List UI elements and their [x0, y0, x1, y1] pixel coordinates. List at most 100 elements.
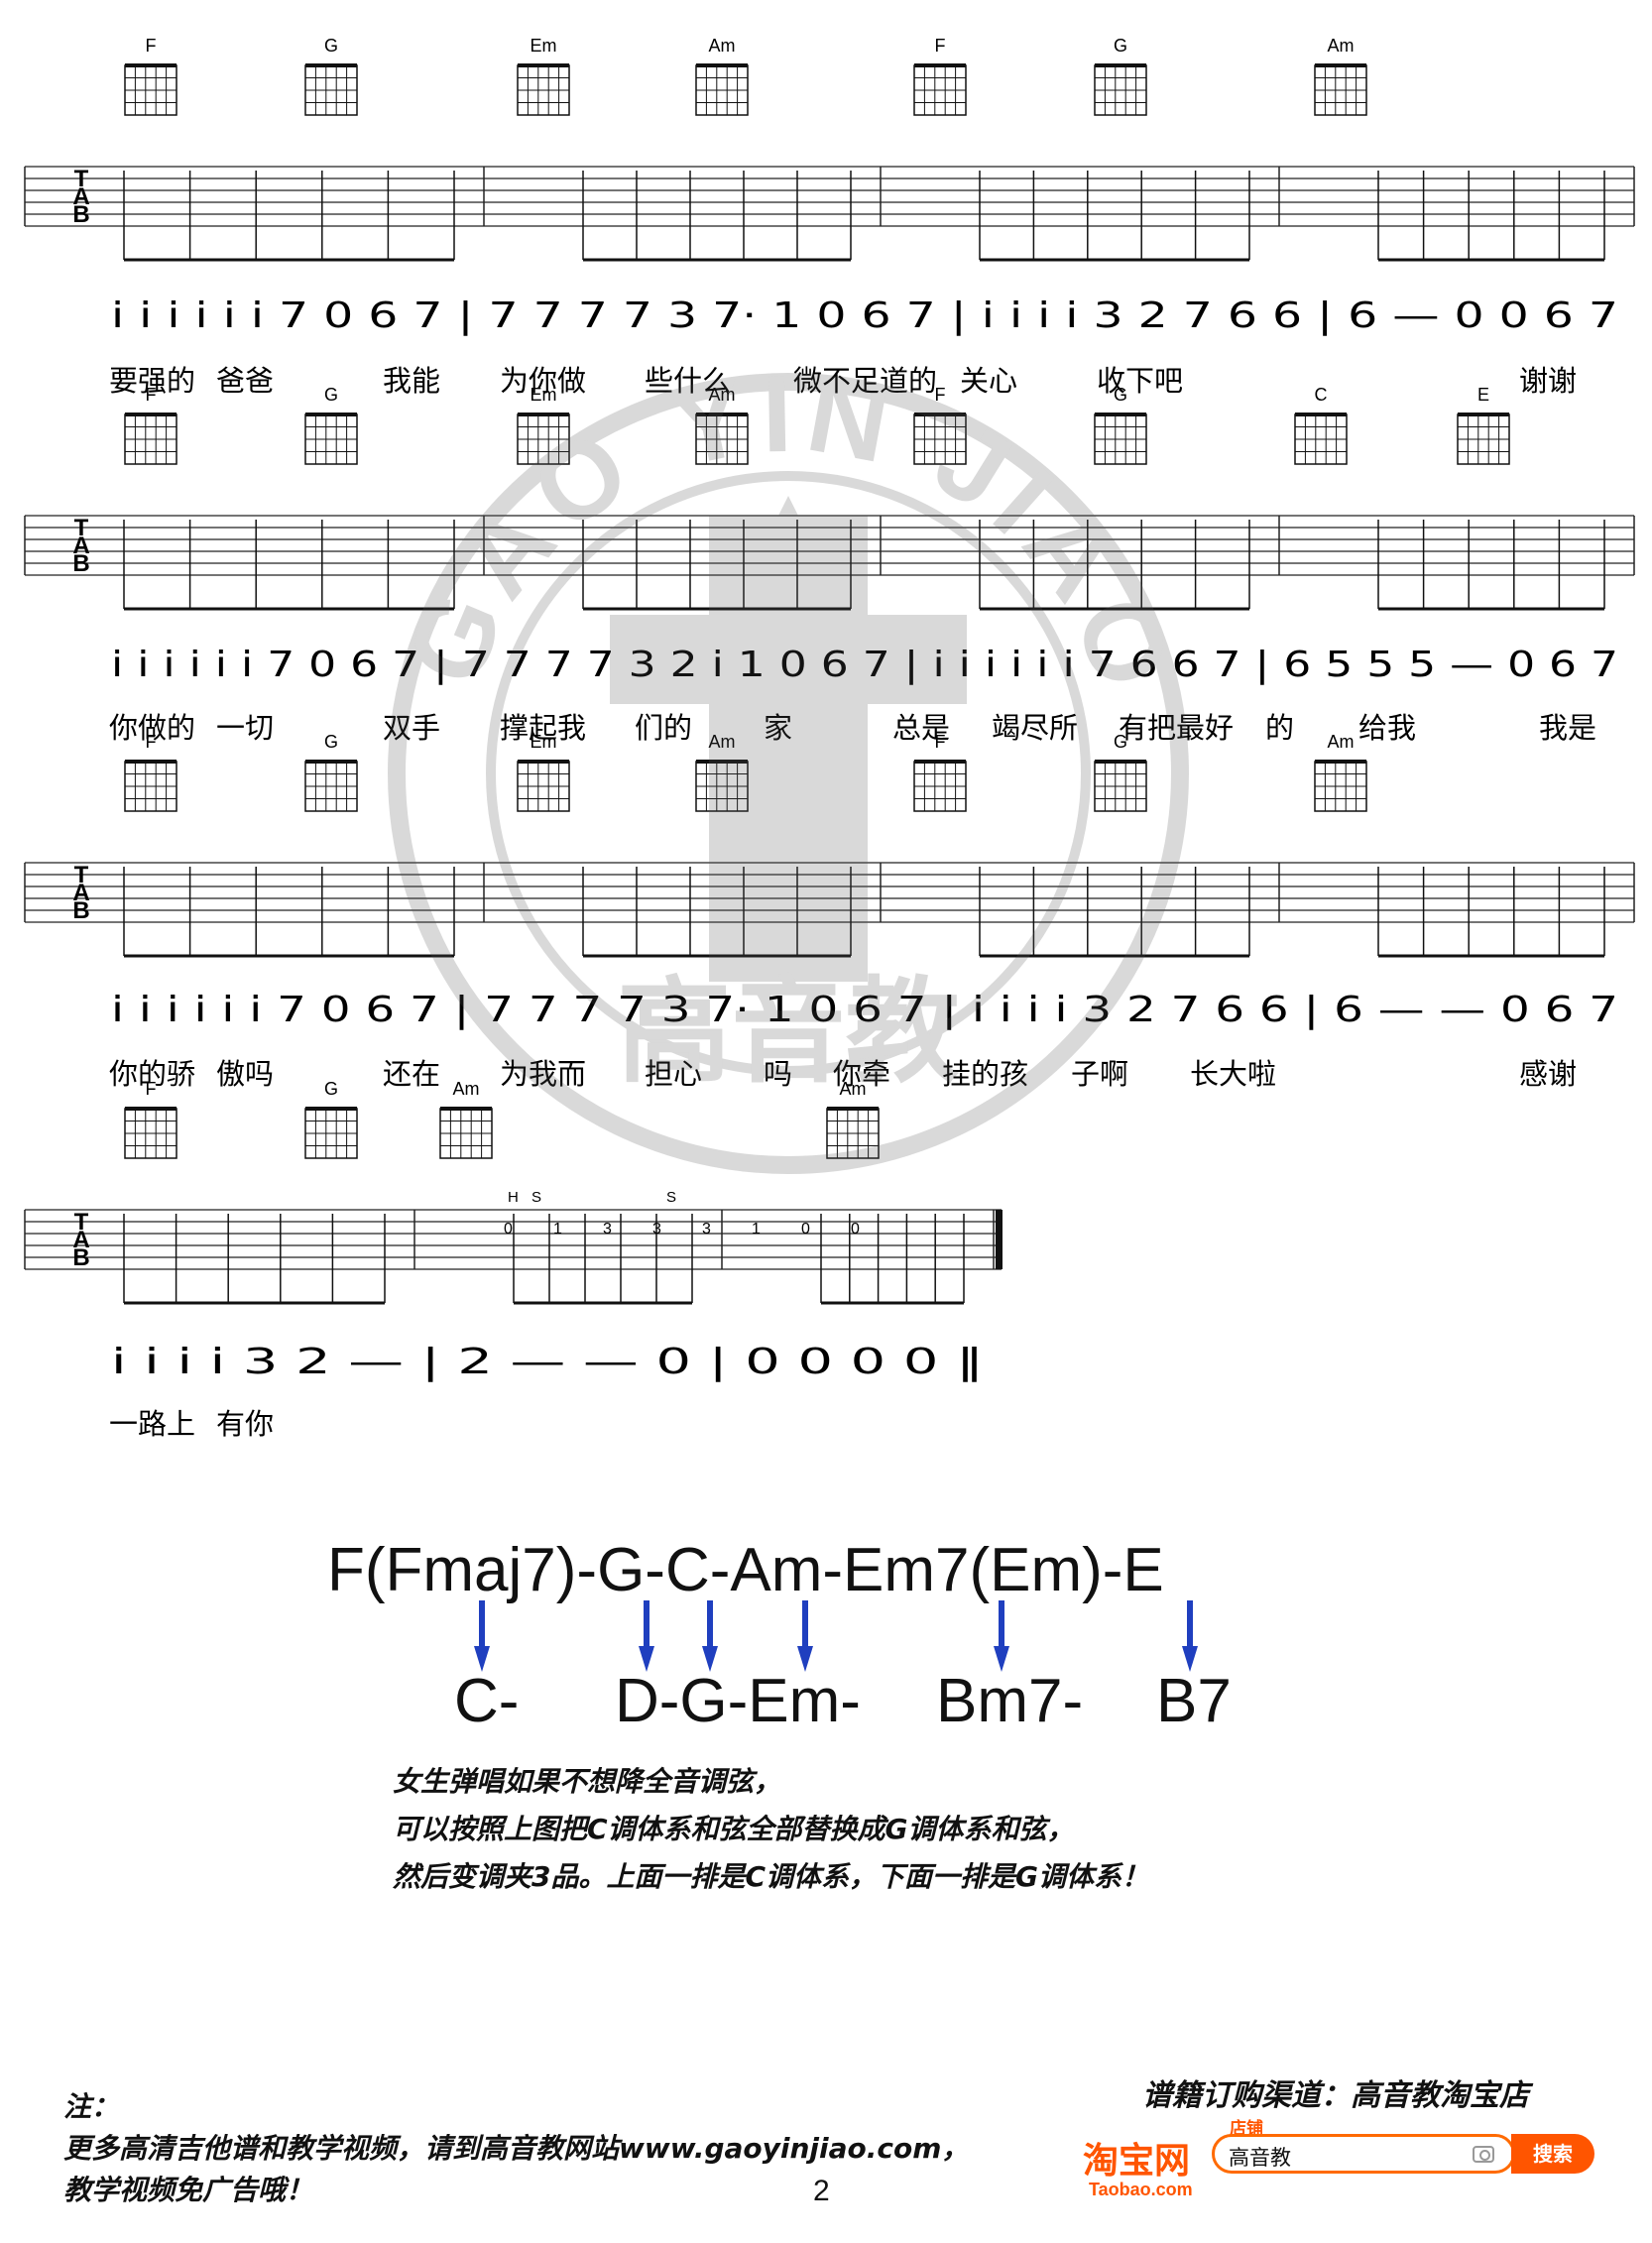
tab-clef: B: [72, 1244, 89, 1271]
camera-icon[interactable]: [1473, 2146, 1494, 2163]
down-arrow-icon: [702, 1600, 718, 1672]
note-line: 然后变调夹3品。上面一排是C调体系，下面一排是G调体系！: [393, 1860, 1150, 1893]
page-number: 2: [813, 2175, 830, 2207]
taobao-logo[interactable]: 淘宝网: [1083, 2141, 1191, 2182]
down-arrow-icon: [639, 1600, 654, 1672]
tab-fret-number: 3: [652, 1221, 661, 1238]
transpose-note: 女生弹唱如果不想降全音调弦， 可以按照上图把C调体系和弦全部替换成G调体系和弦，…: [393, 1758, 1149, 1901]
chord-name: C: [1315, 385, 1328, 405]
tab-fret-number: 1: [752, 1221, 761, 1238]
lyric-word: 要强的: [109, 364, 195, 398]
chord-progression-c: F(Fmaj7)-G-C-Am-Em7(Em)-E: [327, 1536, 1164, 1604]
jianpu-line: i i i i 3 2 — | 2 — — 0 | 0 0 0 0 ‖: [111, 1342, 984, 1382]
note-line: 可以按照上图把C调体系和弦全部替换成G调体系和弦，: [393, 1813, 1075, 1845]
tab-clef: T: [74, 1209, 89, 1236]
footer-label: 注：: [63, 2090, 120, 2123]
lyric-word: 有把最好: [1119, 711, 1234, 745]
chord-name: Em: [531, 732, 557, 752]
chord-name: Am: [840, 1079, 867, 1099]
tab-technique: H: [508, 1189, 519, 1206]
taobao-url[interactable]: Taobao.com: [1089, 2180, 1193, 2199]
lyric-word: 我是: [1539, 711, 1596, 745]
tab-fret-number: 0: [801, 1221, 810, 1238]
chord-name: G: [324, 732, 338, 752]
tab-clef: B: [72, 201, 89, 228]
chord-name: Am: [709, 732, 736, 752]
chord-progression-g-2: D-G-Em-: [615, 1667, 861, 1735]
chord-name: F: [146, 385, 157, 405]
lyric-word: 关心: [960, 364, 1017, 398]
chord-name: F: [935, 732, 946, 752]
chord-name: G: [324, 385, 338, 405]
chord-name: G: [1114, 36, 1127, 56]
tab-clef: A: [72, 880, 89, 906]
chord-name: G: [1114, 732, 1127, 752]
chord-name: Em: [531, 385, 557, 405]
lyric-word: 给我: [1358, 711, 1416, 745]
tab-clef: A: [72, 532, 89, 559]
lyric-word: 吗: [764, 1057, 792, 1091]
down-arrow-icon: [1182, 1600, 1198, 1672]
lyric-word: 长大啦: [1190, 1057, 1276, 1091]
chord-name: F: [935, 385, 946, 405]
lyric-word: 微不足道的: [793, 364, 937, 398]
search-button[interactable]: 搜索: [1511, 2134, 1594, 2174]
lyric-word: 还在: [383, 1057, 440, 1091]
lyric-word: 双手: [383, 711, 440, 745]
tab-fret-number: 0: [851, 1221, 860, 1238]
lyric-word: 收下吧: [1097, 364, 1183, 398]
jianpu-line: i i i i i i 7 0 6 7 | 7 7 7 7 3 7· 1 0 6…: [111, 295, 1618, 336]
lyric-word: 爸爸: [216, 364, 274, 398]
chord-progression-g-1: C-: [454, 1667, 520, 1735]
lyric-word: 撑起我: [500, 711, 586, 745]
shop-title: 谱籍订购渠道：高音教淘宝店: [1142, 2078, 1529, 2113]
down-arrow-icon: [994, 1600, 1009, 1672]
footer-line-1: 更多高清吉他谱和教学视频，请到高音教网站www.gaoyinjiao.com，: [63, 2132, 970, 2165]
lyric-word: 感谢: [1519, 1057, 1577, 1091]
tab-clef: A: [72, 183, 89, 210]
chord-name: G: [1114, 385, 1127, 405]
lyric-word: 些什么: [645, 364, 731, 398]
chord-name: G: [324, 36, 338, 56]
jianpu-line: i i i i i i 7 0 6 7 | 7 7 7 7 3 7· 1 0 6…: [111, 990, 1618, 1030]
tab-technique: S: [666, 1189, 676, 1206]
tab-fret-number: 3: [702, 1221, 711, 1238]
chord-name: F: [146, 732, 157, 752]
down-arrow-icon: [474, 1600, 490, 1672]
tab-fret-number: 0: [504, 1221, 513, 1238]
lyric-word: 家: [764, 711, 792, 745]
chord-progression-g-4: B7: [1156, 1667, 1232, 1735]
lyric-word: 谢谢: [1519, 364, 1577, 398]
lyric-word: 你做的: [109, 711, 195, 745]
lyric-word: 一切: [216, 711, 274, 745]
tab-clef: T: [74, 166, 89, 192]
lyric-word: 子啊: [1071, 1057, 1128, 1091]
lyric-word: 担心: [645, 1057, 702, 1091]
lyric-word: 你的骄: [109, 1057, 195, 1091]
chord-name: Am: [1328, 732, 1355, 752]
lyric-word: 竭尽所: [992, 711, 1078, 745]
final-bar: [996, 1210, 1003, 1269]
chord-name: F: [146, 1079, 157, 1099]
chord-name: Am: [453, 1079, 480, 1099]
lyric-word: 一路上: [109, 1407, 195, 1441]
lyric-word: 为我而: [500, 1057, 586, 1091]
tab-fret-number: 1: [553, 1221, 562, 1238]
chord-name: E: [1477, 385, 1489, 405]
chord-name: Am: [709, 385, 736, 405]
chord-name: Am: [709, 36, 736, 56]
lyric-word: 们的: [635, 711, 692, 745]
tab-clef: B: [72, 550, 89, 577]
lyric-word: 的: [1265, 711, 1294, 745]
footer-line-2: 教学视频免广告哦！: [63, 2174, 314, 2206]
tab-technique: S: [531, 1189, 541, 1206]
shop-search-input[interactable]: 高音教: [1212, 2134, 1515, 2174]
search-query: 高音教: [1229, 2146, 1291, 2170]
lyric-word: 为你做: [500, 364, 586, 398]
tab-clef: T: [74, 862, 89, 888]
chord-name: G: [324, 1079, 338, 1099]
